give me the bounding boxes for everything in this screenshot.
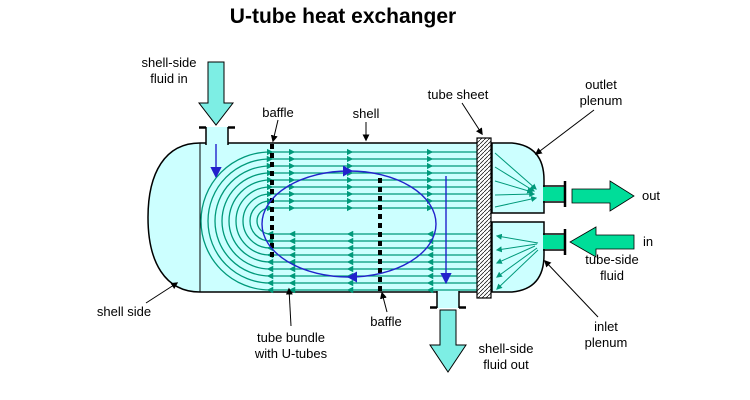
- label-shell-side: shell side: [96, 304, 152, 319]
- label-baffle-bottom: baffle: [370, 314, 402, 329]
- plenum-flow-arrows: [494, 152, 539, 290]
- pointer-shell-side: [145, 282, 179, 304]
- label-pointers: [145, 102, 599, 327]
- shell-flow-arrowhead-bottom: [347, 271, 357, 283]
- pointer-baffle-bottom: [380, 291, 388, 313]
- diagram-title: U-tube heat exchanger: [229, 5, 457, 28]
- shell-flow-arrowhead-top: [343, 165, 353, 177]
- u-tube: [235, 183, 478, 259]
- pointer-outlet-plenum: [534, 109, 595, 155]
- shell-outlet-nozzle: [430, 291, 466, 309]
- label-shell: shell: [352, 106, 380, 121]
- pointer-tube-bundle: [285, 287, 293, 327]
- label-outlet-plenum: outlet plenum: [579, 77, 623, 109]
- label-tube-side-fluid: tube-side fluid: [585, 252, 639, 284]
- u-tube: [228, 176, 478, 266]
- inlet-plenum-shape: [491, 221, 545, 293]
- tube-side-in-arrow: [569, 226, 635, 258]
- u-tube: [242, 190, 478, 252]
- shell-inlet-nozzle: [199, 126, 235, 145]
- label-shell-side-fluid-out: shell-side fluid out: [478, 341, 534, 373]
- tube-outlet-nozzle: [543, 181, 567, 207]
- u-tube: [207, 155, 478, 287]
- tube-sheet-plate: [476, 137, 492, 299]
- label-tube-bundle: tube bundle with U-tubes: [254, 330, 328, 362]
- u-tube: [221, 169, 478, 273]
- label-tube-sheet: tube sheet: [427, 87, 489, 102]
- label-out: out: [641, 188, 661, 203]
- u-tube: [214, 162, 478, 280]
- pointer-tube-sheet: [461, 102, 483, 136]
- label-inlet-plenum: inlet plenum: [584, 319, 628, 351]
- u-tube: [200, 148, 478, 294]
- pointer-inlet-plenum: [544, 259, 599, 318]
- pointer-baffle-top: [270, 119, 279, 143]
- label-in: in: [642, 234, 654, 249]
- tube-side-out-arrow: [571, 180, 635, 212]
- label-shell-side-fluid-in: shell-side fluid in: [141, 55, 197, 87]
- shell-side-out-arrow: [429, 309, 467, 373]
- shell-side-in-arrow: [197, 61, 235, 126]
- label-baffle-top: baffle: [262, 105, 294, 120]
- tube-inlet-nozzle: [543, 229, 567, 255]
